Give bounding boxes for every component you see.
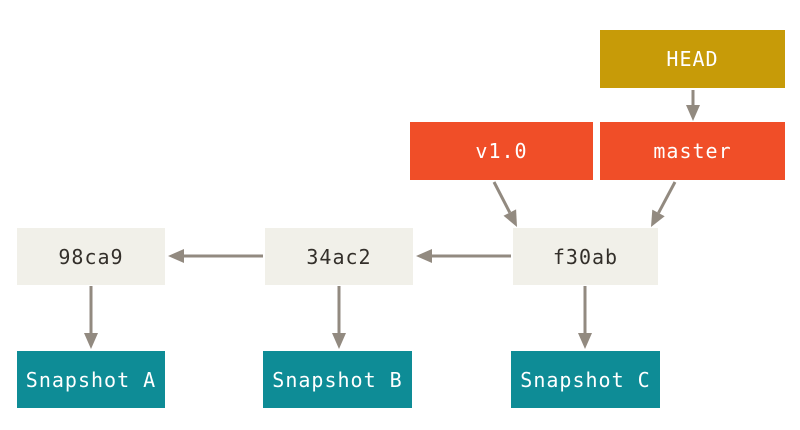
commit-98ca9-node: 98ca9 xyxy=(17,228,165,285)
head-pointer-label: HEAD xyxy=(666,47,719,71)
commit-34ac2-node: 34ac2 xyxy=(265,228,413,285)
snapshot-c-node: Snapshot C xyxy=(511,351,660,408)
snapshot-c-label: Snapshot C xyxy=(520,367,651,392)
commit-98ca9-label: 98ca9 xyxy=(58,244,124,269)
arrow-v10-to-f30ab xyxy=(492,181,517,227)
commit-f30ab-label: f30ab xyxy=(552,244,619,269)
arrow-master-to-f30ab xyxy=(651,181,677,227)
arrow-head-to-master xyxy=(686,90,700,121)
branch-master-node: master xyxy=(600,122,785,180)
arrow-f30ab-to-34ac2 xyxy=(416,249,511,263)
branch-master-label: master xyxy=(653,139,732,163)
arrow-34ac2-to-98ca9 xyxy=(168,249,263,263)
arrow-34ac2-to-snapshot-b xyxy=(332,286,346,349)
tag-v1-0-label: v1.0 xyxy=(475,139,528,163)
tag-v1-0-node: v1.0 xyxy=(410,122,593,180)
head-pointer-node: HEAD xyxy=(600,30,785,88)
snapshot-b-label: Snapshot B xyxy=(272,367,403,392)
commit-f30ab-node: f30ab xyxy=(513,228,658,285)
arrow-98ca9-to-snapshot-a xyxy=(84,286,98,349)
snapshot-a-label: Snapshot A xyxy=(25,367,157,392)
snapshot-a-node: Snapshot A xyxy=(17,351,165,408)
snapshot-b-node: Snapshot B xyxy=(263,351,412,408)
arrow-f30ab-to-snapshot-c xyxy=(578,286,592,349)
commit-34ac2-label: 34ac2 xyxy=(306,244,372,269)
